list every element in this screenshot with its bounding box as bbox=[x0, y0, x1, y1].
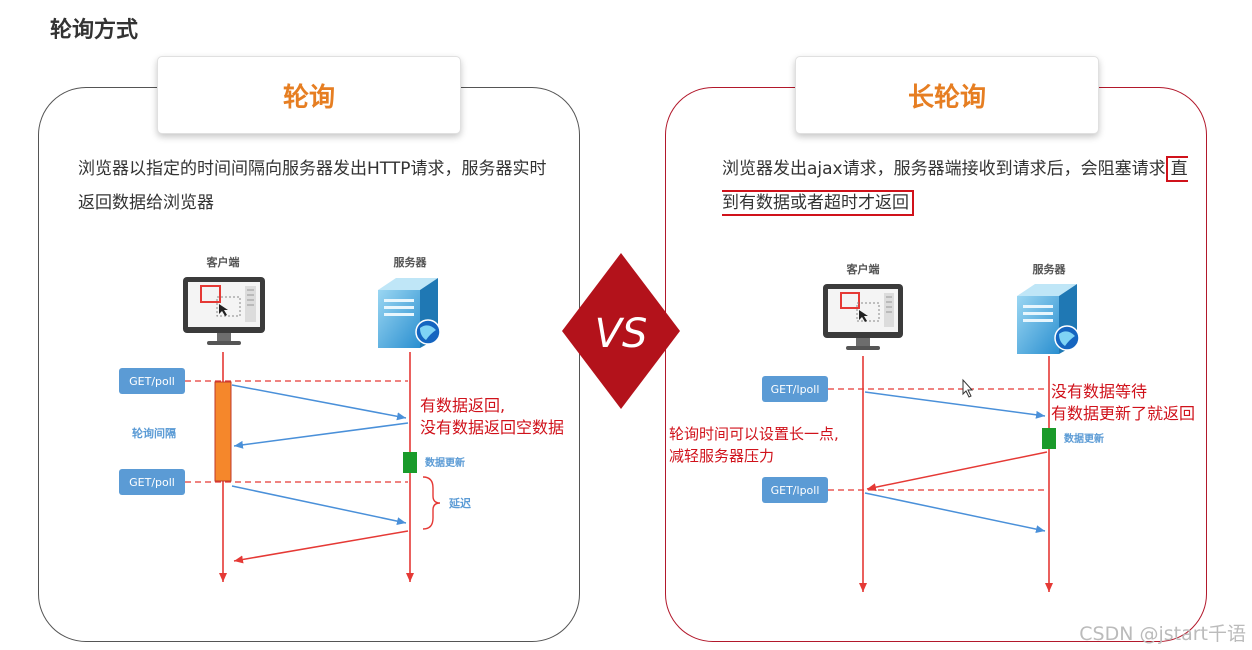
right-client-label: 客户端 bbox=[846, 262, 880, 276]
left-response-arrow-2 bbox=[233, 530, 409, 564]
monitor-icon bbox=[823, 284, 903, 350]
delay-label: 延迟 bbox=[448, 496, 471, 510]
polling-description: 浏览器以指定的时间间隔向服务器发出HTTP请求，服务器实时返回数据给浏览器 bbox=[78, 159, 547, 213]
left-request-arrow-1 bbox=[231, 384, 407, 421]
right-side-note-line2: 减轻服务器压力 bbox=[669, 447, 774, 465]
interval-label: 轮询间隔 bbox=[132, 426, 176, 440]
left-request-label-1: GET/poll bbox=[129, 375, 175, 388]
long-polling-description-plain: 浏览器发出ajax请求，服务器端接收到请求后，会阻塞请求 bbox=[722, 159, 1166, 179]
left-note-line2: 没有数据返回空数据 bbox=[420, 418, 564, 437]
vs-badge: VS bbox=[562, 253, 680, 413]
left-update-label: 数据更新 bbox=[425, 456, 465, 469]
left-request-badge-1: GET/poll bbox=[119, 368, 185, 394]
watermark: CSDN @jstart千语 bbox=[1079, 623, 1246, 645]
right-update-label: 数据更新 bbox=[1064, 432, 1104, 445]
right-note-line2: 有数据更新了就返回 bbox=[1051, 404, 1195, 423]
right-request-arrow-2 bbox=[864, 492, 1046, 534]
long-polling-description: 浏览器发出ajax请求，服务器端接收到请求后，会阻塞请求直到有数据或者超时才返回 bbox=[722, 152, 1192, 220]
server-icon bbox=[378, 278, 441, 348]
left-data-update-block bbox=[403, 452, 417, 473]
server-icon bbox=[1017, 284, 1080, 354]
left-client-label: 客户端 bbox=[206, 255, 240, 269]
polling-interval-bar bbox=[214, 381, 232, 482]
left-note-line1: 有数据返回, bbox=[420, 396, 505, 415]
long-polling-panel bbox=[665, 87, 1207, 642]
left-request-label-2: GET/poll bbox=[129, 476, 175, 489]
right-side-note-line1: 轮询时间可以设置长一点, bbox=[669, 425, 839, 443]
polling-panel bbox=[38, 87, 580, 642]
left-request-badge-2: GET/poll bbox=[119, 469, 185, 495]
right-request-badge-1: GET/lpoll bbox=[762, 376, 828, 402]
vs-label: VS bbox=[595, 311, 648, 357]
right-request-badge-2: GET/lpoll bbox=[762, 477, 828, 503]
right-request-label-2: GET/lpoll bbox=[771, 484, 820, 497]
left-server-label: 服务器 bbox=[394, 255, 428, 269]
polling-header: 轮询 bbox=[157, 56, 461, 134]
left-response-arrow-1 bbox=[233, 422, 409, 449]
page-title: 轮询方式 bbox=[50, 18, 139, 43]
monitor-icon bbox=[183, 277, 265, 345]
delay-brace bbox=[422, 476, 441, 530]
right-data-update-block bbox=[1042, 428, 1056, 449]
left-request-arrow-2 bbox=[231, 485, 407, 526]
right-server-label: 服务器 bbox=[1033, 262, 1067, 276]
right-request-arrow-1 bbox=[864, 391, 1046, 419]
right-note-line1: 没有数据等待 bbox=[1051, 382, 1147, 401]
long-polling-header: 长轮询 bbox=[795, 56, 1099, 134]
mouse-cursor-icon bbox=[962, 378, 974, 398]
right-response-arrow-1 bbox=[866, 451, 1048, 492]
right-request-label-1: GET/lpoll bbox=[771, 383, 820, 396]
long-polling-description-highlight: 直到有数据或者超时才返回 bbox=[722, 156, 1188, 216]
